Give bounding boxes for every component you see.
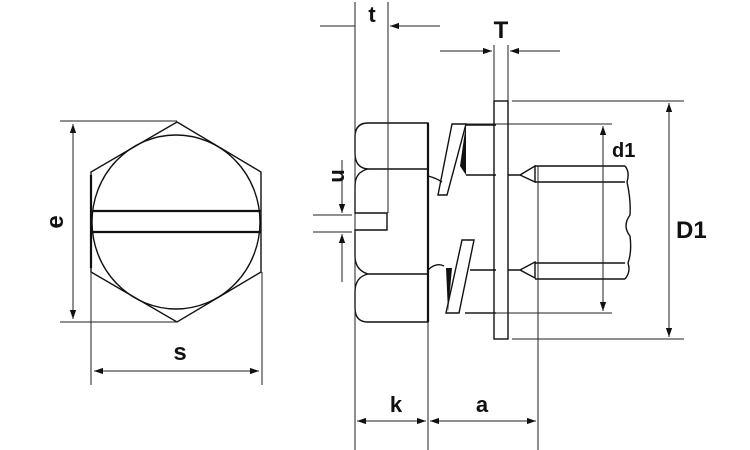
- dimension-D1: D1: [512, 100, 707, 340]
- spring-washer-fill: [460, 124, 466, 175]
- dimension-d1: d1: [466, 123, 635, 314]
- label-t: t: [368, 2, 376, 27]
- dimension-T: T: [440, 17, 560, 101]
- dimension-n: n: [313, 160, 352, 282]
- dimension-t: t: [320, 2, 440, 450]
- label-D1: D1: [676, 217, 707, 244]
- label-n: n: [327, 169, 352, 182]
- spring-washer-section-bottom: [445, 239, 475, 314]
- spring-washer-curve: [427, 175, 443, 183]
- label-a: a: [476, 392, 489, 417]
- label-k: k: [390, 392, 403, 417]
- break-line: [624, 165, 632, 280]
- dimension-e: e: [42, 120, 177, 323]
- spring-washer-section-top: [437, 123, 467, 196]
- label-e: e: [42, 215, 69, 228]
- dimension-s: s: [90, 272, 263, 385]
- thread-chamfer-bottom: [508, 260, 536, 280]
- plain-washer: [493, 100, 509, 340]
- label-d1: d1: [612, 140, 635, 162]
- dimension-k: k: [357, 322, 429, 450]
- head-circle: [91, 134, 261, 310]
- thread-chamfer-top: [508, 164, 536, 184]
- dimension-a: a: [430, 392, 536, 425]
- hex-head-end-view: [89, 121, 262, 323]
- label-s: s: [173, 339, 186, 366]
- label-T: T: [494, 17, 509, 44]
- spring-washer-fill: [446, 268, 452, 312]
- spring-washer-curve: [427, 263, 445, 271]
- hex-outline: [90, 121, 262, 323]
- head-outline: [354, 122, 429, 323]
